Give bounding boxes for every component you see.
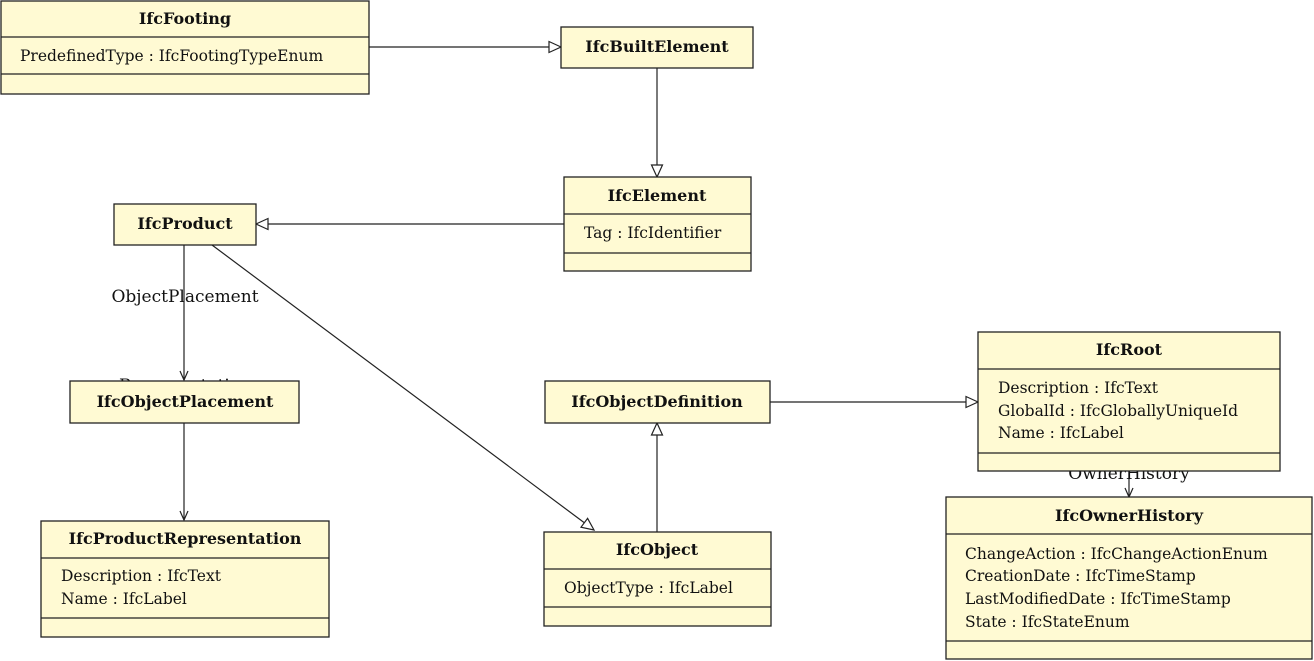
class-name: IfcRoot bbox=[1096, 340, 1163, 359]
generalization-arrowhead bbox=[579, 517, 596, 531]
class-name: IfcProductRepresentation bbox=[69, 529, 302, 548]
class-ifcproduct[interactable]: IfcProduct bbox=[113, 203, 257, 246]
class-ifcelement[interactable]: IfcElement Tag : IfcIdentifier bbox=[563, 176, 752, 272]
class-attribute: CreationDate : IfcTimeStamp bbox=[965, 567, 1196, 585]
class-ifcfooting[interactable]: IfcFooting PredefinedType : IfcFootingTy… bbox=[0, 0, 370, 95]
class-name: IfcOwnerHistory bbox=[1055, 506, 1204, 525]
edge-object-to-objectdefinition bbox=[650, 421, 664, 532]
class-attribute: Tag : IfcIdentifier bbox=[584, 224, 722, 242]
edge-builtelement-to-element bbox=[650, 68, 664, 179]
class-attribute: GlobalId : IfcGloballyUniqueId bbox=[998, 402, 1238, 420]
generalization-arrowhead bbox=[650, 164, 664, 179]
association-arrowhead bbox=[179, 370, 189, 382]
edge-objectdefinition-to-root bbox=[770, 395, 980, 409]
class-attribute: Name : IfcLabel bbox=[998, 424, 1124, 442]
class-name: IfcObjectDefinition bbox=[571, 392, 743, 411]
class-name: IfcObjectPlacement bbox=[97, 392, 274, 411]
class-attribute: LastModifiedDate : IfcTimeStamp bbox=[965, 590, 1231, 608]
class-attribute: Description : IfcText bbox=[61, 567, 222, 585]
association-arrowhead bbox=[179, 510, 189, 522]
edge-product-to-object bbox=[211, 244, 596, 531]
class-attribute: ChangeAction : IfcChangeActionEnum bbox=[965, 545, 1268, 563]
class-attribute: ObjectType : IfcLabel bbox=[564, 579, 733, 597]
class-name: IfcObject bbox=[616, 540, 699, 559]
class-ifcownerhistory[interactable]: IfcOwnerHistory ChangeAction : IfcChange… bbox=[945, 496, 1313, 660]
class-ifcbuiltelement[interactable]: IfcBuiltElement bbox=[560, 26, 754, 69]
edge-product-to-productrepresentation bbox=[179, 423, 189, 522]
class-ifcproductrepresentation[interactable]: IfcProductRepresentation Description : I… bbox=[40, 520, 330, 638]
class-attribute: PredefinedType : IfcFootingTypeEnum bbox=[20, 47, 323, 65]
generalization-arrowhead bbox=[650, 421, 664, 436]
generalization-arrowhead bbox=[254, 217, 269, 231]
class-attribute: Description : IfcText bbox=[998, 379, 1159, 397]
edge-element-to-product bbox=[254, 217, 564, 231]
edge-label-objectplacement: ObjectPlacement bbox=[111, 287, 258, 307]
class-name: IfcElement bbox=[608, 186, 707, 205]
class-name: IfcBuiltElement bbox=[585, 37, 729, 56]
class-attribute: Name : IfcLabel bbox=[61, 590, 187, 608]
generalization-arrowhead bbox=[548, 40, 563, 54]
class-ifcroot[interactable]: IfcRoot Description : IfcText GlobalId :… bbox=[977, 331, 1281, 472]
class-ifcobjectplacement[interactable]: IfcObjectPlacement bbox=[69, 380, 300, 424]
class-ifcobjectdefinition[interactable]: IfcObjectDefinition bbox=[544, 380, 771, 424]
generalization-arrowhead bbox=[965, 395, 980, 409]
edge-footing-to-builtelement bbox=[369, 40, 563, 54]
class-name: IfcFooting bbox=[139, 9, 231, 28]
class-name: IfcProduct bbox=[137, 214, 233, 233]
class-ifcobject[interactable]: IfcObject ObjectType : IfcLabel bbox=[543, 531, 772, 627]
class-attribute: State : IfcStateEnum bbox=[965, 613, 1130, 631]
edge-product-to-objectplacement bbox=[179, 245, 189, 382]
